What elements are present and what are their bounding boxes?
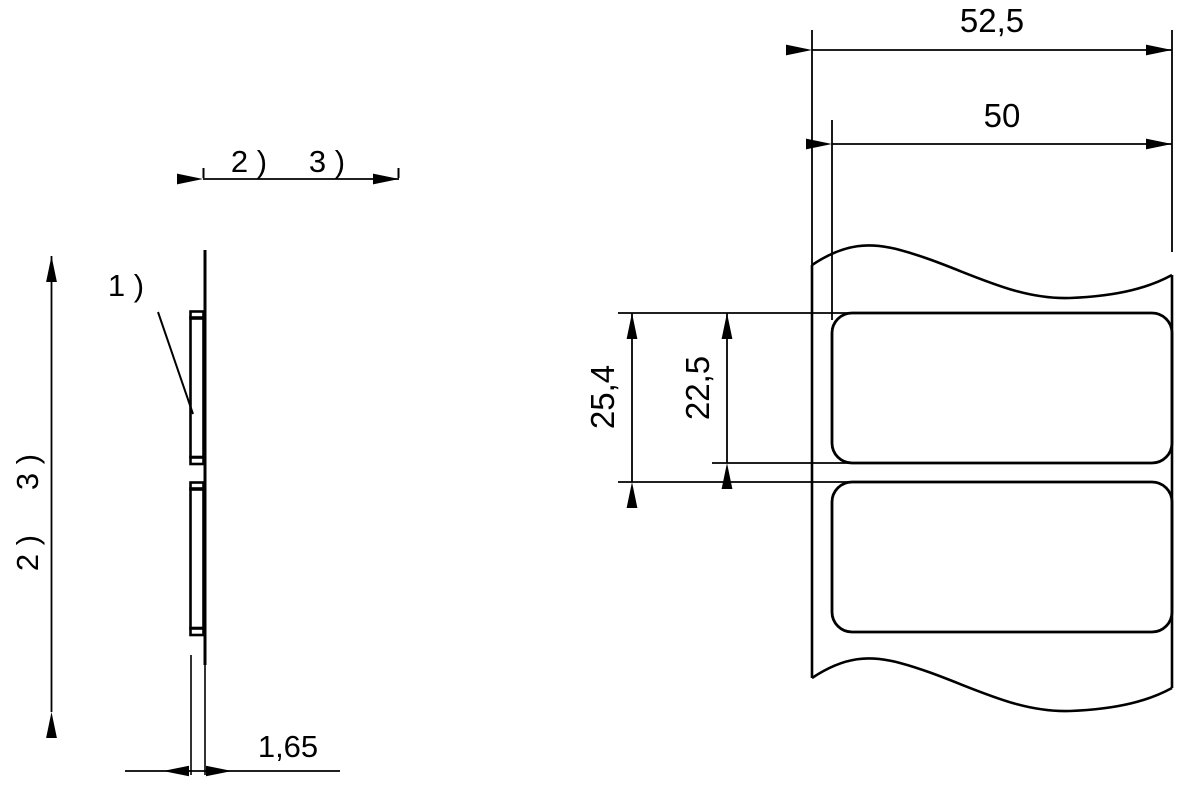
dimension-52-5-group: 52,5 [786,2,1172,56]
dimension-25-4-group: 25,4 [584,313,638,508]
dimension-50-group: 50 [806,97,1172,150]
label-rect-upper [830,311,1174,465]
label-strip-upper-cap-top [189,310,205,320]
thickness-arrow-right [206,765,232,777]
label-web-outline [810,244,1174,713]
web-break-line-bottom [811,657,1173,713]
dimension-1-65-text: 1,65 [258,729,318,764]
callout-2-left: 2 ) [10,535,45,571]
callout-2-top: 2 ) [231,144,267,179]
label-strip-lower-body [189,487,205,630]
dimension-50-text: 50 [984,97,1021,134]
callout-3-top: 3 ) [309,144,345,179]
side-label-strip-upper [189,310,205,466]
label-strip-upper-cap-bottom [189,455,205,466]
side-view: 2 ) 3 ) 2 ) 3 ) 1 ) [10,144,400,777]
side-left-dimension-group: 2 ) 3 ) [10,256,57,738]
label-strip-lower-cap-top [189,481,205,491]
front-view: 52,5 50 25,4 22,5 [584,2,1174,713]
dimension-22-5-text: 22,5 [679,356,716,420]
callout-1-label: 1 ) [108,268,144,303]
label-strip-upper-body [189,316,205,459]
label-rect-lower [830,480,1174,634]
thickness-dimension-group: 1,65 [125,729,340,777]
dimension-52-5-text: 52,5 [960,2,1024,39]
dimension-22-5-group: 22,5 [679,313,733,489]
callout-1-group: 1 ) [108,268,194,415]
callout-1-leader-line [157,311,194,415]
callout-3-left: 3 ) [10,454,45,490]
side-label-strip-lower [189,481,205,637]
thickness-arrow-left [163,765,189,777]
dimension-25-4-text: 25,4 [584,365,621,429]
side-top-dimension-group: 2 ) 3 ) [177,144,400,185]
label-strip-lower-cap-bottom [189,626,205,637]
web-break-line-top [811,244,1173,300]
